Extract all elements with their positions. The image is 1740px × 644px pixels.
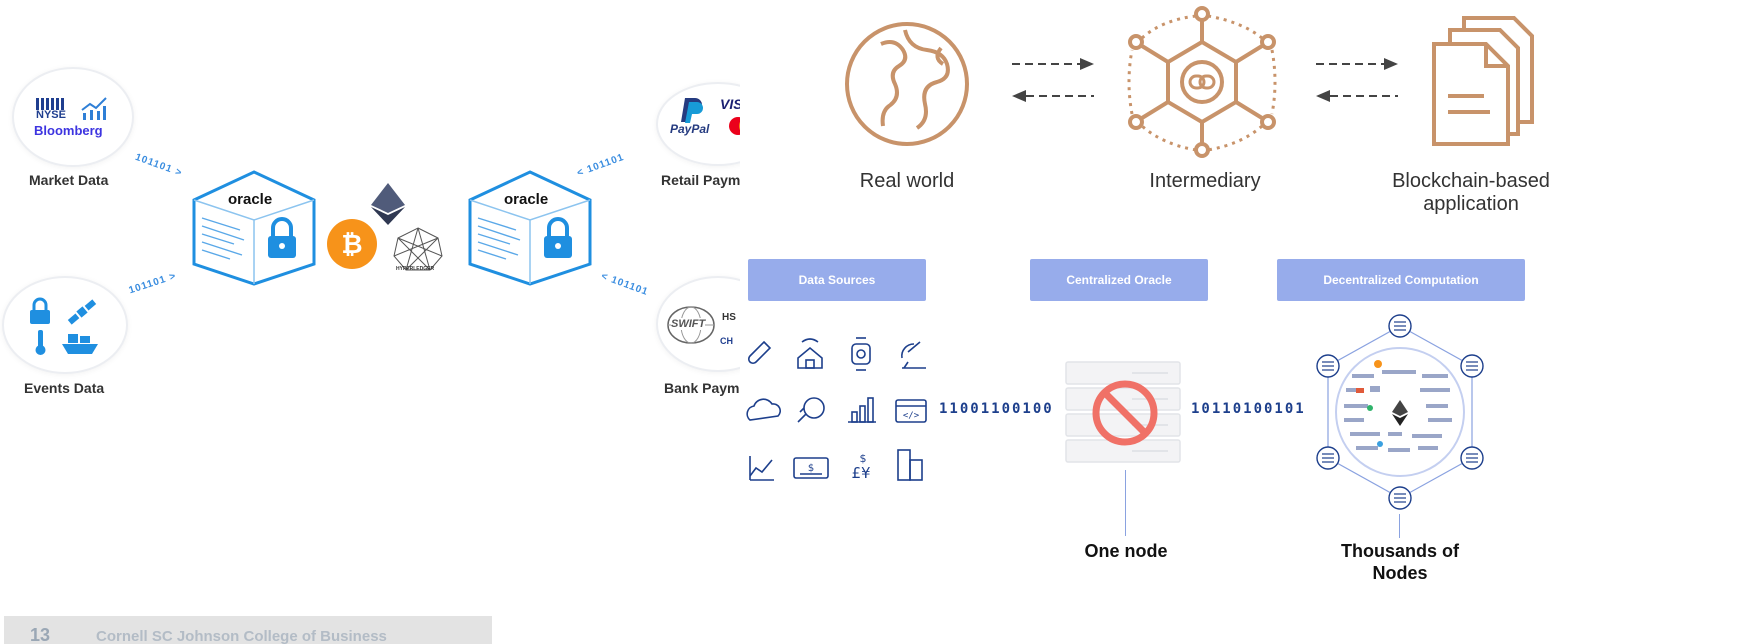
top-right-panel: [740, 0, 1740, 248]
oracle-cube-left: [192, 170, 316, 286]
data-sources-pill: Data Sources: [748, 259, 926, 301]
centralized-oracle-pill: Centralized Oracle: [1030, 259, 1208, 301]
market-data-circle: [12, 67, 134, 167]
one-node-caption: One node: [1084, 541, 1168, 561]
thousands-of-nodes-caption: Thousands of Nodes: [1341, 541, 1459, 583]
oracle-cube-right: [468, 170, 592, 286]
intermediary-network-icon: [1127, 6, 1277, 158]
decentralized-computation-pill: Decentralized Computation: [1277, 259, 1525, 301]
nyse-logo-icon: [36, 98, 64, 110]
institution-name: Cornell SC Johnson College of Business: [96, 628, 387, 644]
ethereum-icon: [371, 183, 405, 225]
intermediary-caption: Intermediary: [1149, 170, 1261, 192]
hsbc-label: HS: [722, 312, 736, 323]
prohibit-icon: [1092, 380, 1158, 446]
svg-text:</>: </>: [903, 411, 920, 421]
arrows-left-pair: [1012, 58, 1094, 102]
decentralized-network-icon: [1316, 314, 1484, 510]
bits-market: 101101 >: [133, 151, 184, 180]
market-data-caption: Market Data: [29, 172, 109, 188]
data-source-icons: $ £¥ $ </>: [746, 337, 927, 482]
svg-text:₿: ₿: [341, 230, 362, 260]
bank-payments-caption: Bank Paym: [664, 380, 740, 396]
real-world-caption: Real world: [859, 170, 955, 192]
svg-text:$: $: [860, 452, 867, 465]
bitcoin-icon: ₿: [327, 219, 377, 269]
paypal-label: PayPal: [670, 122, 710, 136]
binary-input: 11001100100: [939, 401, 1054, 417]
bits-bank: < 101101: [599, 270, 650, 299]
thousands-connector: [1399, 514, 1400, 538]
oracle-left-label: oracle: [228, 191, 273, 208]
swift-label: SWIFT: [671, 318, 706, 330]
chase-label: CH: [720, 336, 733, 346]
globe-icon: [845, 22, 969, 146]
svg-text:$: $: [808, 463, 814, 474]
blockchain-app-caption: Blockchain-based application: [1392, 170, 1550, 215]
one-node-connector: [1125, 470, 1126, 536]
events-icons: [30, 297, 98, 355]
nyse-label: NYSE: [36, 109, 66, 121]
paypal-icon: [681, 98, 703, 123]
trend-chart-icon: [81, 97, 107, 120]
oracle-right-label: oracle: [504, 191, 549, 208]
svg-text:£¥: £¥: [851, 464, 870, 482]
hyperledger-icon: [393, 227, 443, 271]
arrows-right-pair: [1316, 58, 1398, 102]
bottom-right-panel: [740, 248, 1740, 644]
binary-output: 10110100101: [1191, 401, 1306, 417]
slide-number: 13: [30, 625, 51, 644]
events-data-caption: Events Data: [24, 380, 105, 396]
events-data-circle: [2, 276, 128, 374]
slide-footer: 13 Cornell SC Johnson College of Busines…: [4, 616, 492, 644]
bits-events: 101101 >: [127, 270, 178, 297]
bloomberg-label: Bloomberg: [34, 123, 103, 138]
documents-icon: [1432, 16, 1534, 146]
hyperledger-label: HYPERLEDGER: [396, 266, 435, 272]
